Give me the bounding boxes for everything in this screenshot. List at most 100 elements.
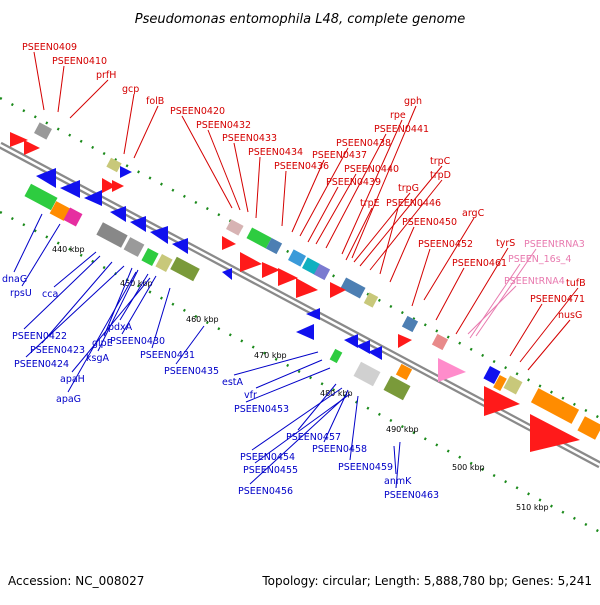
feature-label[interactable]: PSEEN0459 [338, 462, 393, 473]
feature-label[interactable]: PSEEN0471 [530, 294, 585, 305]
feature-label[interactable]: PSEEN0453 [234, 404, 289, 415]
callout-line [67, 271, 137, 393]
feature-label[interactable]: PSEEN0436 [274, 161, 329, 172]
gene-arrow [172, 238, 188, 254]
feature-label[interactable]: PSEEN0446 [386, 198, 441, 209]
feature-label[interactable]: anmK [384, 476, 412, 487]
feature-label[interactable]: pdxA [108, 322, 133, 333]
feature-label[interactable]: PSEEN0456 [238, 486, 293, 497]
feature-label[interactable]: PSEEN0461 [452, 258, 507, 269]
gene-arrow [110, 206, 126, 222]
feature-label[interactable]: PSEEN0437 [312, 150, 367, 161]
feature-label[interactable]: glpE [92, 338, 113, 349]
feature-label[interactable]: PSEEN0439 [326, 177, 381, 188]
callout-line [21, 223, 61, 287]
feature-label[interactable]: PSEEN0431 [140, 350, 195, 361]
gene-arrow [330, 282, 346, 298]
feature-label[interactable]: PSEEN0457 [286, 432, 341, 443]
feature-label[interactable]: PSEEN0432 [196, 120, 251, 131]
feature-label[interactable]: dnaG [2, 274, 27, 285]
callout-line [353, 192, 411, 263]
feature-label[interactable]: tyrS [496, 238, 515, 249]
gene-arrow [530, 414, 580, 452]
callout-line [315, 173, 357, 245]
feature-label[interactable]: PSEEN0420 [170, 106, 225, 117]
feature-label[interactable]: vfr [244, 390, 257, 401]
feature-label[interactable]: PSEEN0423 [30, 345, 85, 356]
feature-label[interactable]: PSEEN0450 [402, 217, 457, 228]
gene-arrow [10, 132, 28, 147]
gene-block [24, 183, 58, 211]
page-title: Pseudomonas entomophila L48, complete ge… [135, 12, 466, 27]
feature-label[interactable]: apaG [56, 394, 81, 405]
feature-label[interactable]: PSEEN0433 [222, 133, 277, 144]
callout-line [181, 115, 233, 209]
feature-label[interactable]: rpe [390, 110, 406, 121]
feature-label[interactable]: PSEEN0441 [374, 124, 429, 135]
callout-line [41, 261, 113, 344]
gene-block [363, 292, 379, 308]
feature-label[interactable]: gcp [122, 84, 139, 95]
gene-arrow [438, 358, 466, 382]
feature-label[interactable]: argC [462, 208, 485, 219]
feature-label[interactable]: PSEENtRNA3 [524, 239, 585, 250]
feature-label[interactable]: apaH [60, 374, 85, 385]
feature-label[interactable]: trpE [360, 198, 380, 209]
gene-block [431, 333, 449, 351]
callout-line [13, 213, 43, 273]
gene-block [383, 375, 411, 401]
feature-label[interactable]: PSEEN0424 [14, 359, 69, 370]
feature-label[interactable]: PSEEN0438 [336, 138, 391, 149]
callout-line [299, 147, 349, 237]
feature-label[interactable]: rpsU [10, 288, 32, 299]
feature-label[interactable]: PSEEN0452 [418, 239, 473, 250]
feature-label[interactable]: trpG [398, 183, 419, 194]
gene-arrow [24, 140, 40, 155]
callout-line [467, 285, 517, 335]
callout-line [233, 142, 249, 213]
callout-line [175, 325, 205, 365]
feature-label[interactable]: PSEEN0440 [344, 164, 399, 175]
feature-label[interactable]: PSEEN0435 [164, 366, 219, 377]
feature-label[interactable]: trpC [430, 156, 451, 167]
callout-line [359, 165, 443, 267]
gene-block [288, 249, 306, 267]
feature-label[interactable]: tufB [566, 278, 586, 289]
feature-label[interactable]: prfH [96, 70, 116, 81]
callout-line [475, 248, 537, 337]
gene-arrow [112, 180, 124, 192]
feature-label[interactable]: ksgA [86, 353, 109, 364]
feature-label[interactable]: folB [146, 96, 164, 107]
gene-arrow [356, 340, 370, 354]
feature-label[interactable]: PSEEN0430 [110, 336, 165, 347]
callout-line [245, 367, 331, 403]
feature-label[interactable]: cca [42, 289, 58, 300]
minus-strand-genes [24, 168, 413, 401]
gene-block [106, 157, 122, 173]
plus-strand-genes [10, 122, 600, 452]
callout-line [123, 93, 135, 155]
feature-label[interactable]: estA [222, 377, 244, 388]
feature-label[interactable]: gph [404, 96, 422, 107]
feature-label[interactable]: PSEENtRNA4 [504, 276, 565, 287]
callout-line [233, 351, 319, 376]
scale-tick-label: 470 kbp [254, 351, 287, 360]
feature-label[interactable]: PSEEN0410 [52, 56, 107, 67]
scale-tick-label: 440 kbp [52, 245, 85, 254]
gene-arrow [296, 324, 314, 340]
feature-label[interactable]: PSEEN0409 [22, 42, 77, 53]
feature-label[interactable]: PSEEN_16s_4 [508, 254, 571, 265]
gene-arrow [368, 346, 382, 360]
gene-block [141, 248, 159, 266]
feature-label[interactable]: nusG [558, 310, 582, 321]
feature-label[interactable]: PSEEN0463 [384, 490, 439, 501]
feature-label[interactable]: PSEEN0455 [243, 465, 298, 476]
feature-label[interactable]: PSEEN0458 [312, 444, 367, 455]
feature-label[interactable]: trpD [430, 170, 451, 181]
feature-label[interactable]: PSEEN0454 [240, 452, 295, 463]
feature-label[interactable]: PSEEN0422 [12, 331, 67, 342]
feature-label[interactable]: PSEEN0434 [248, 147, 303, 158]
